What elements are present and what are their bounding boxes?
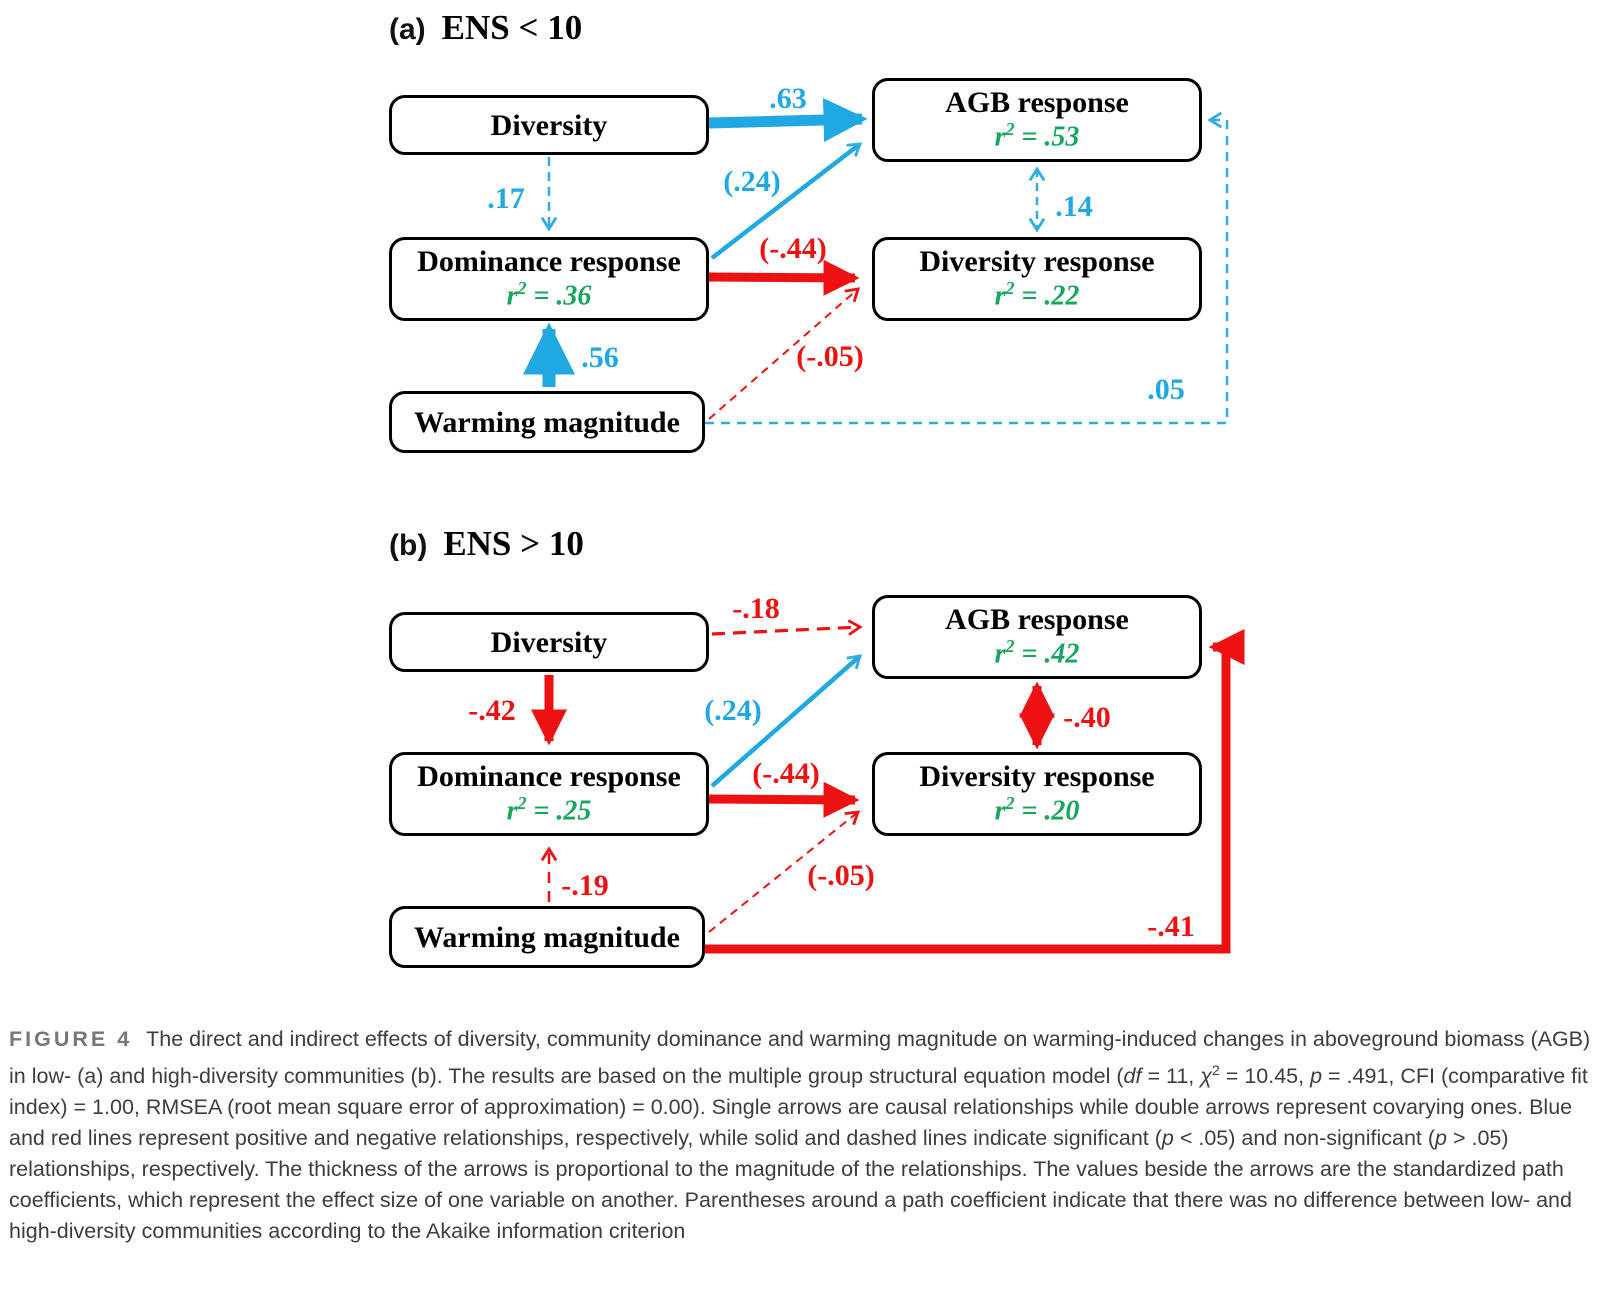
a-dominance-response-label: Dominance response: [417, 245, 681, 279]
b-coef-warming-agb: -.41: [1147, 910, 1195, 943]
path-arrows-layer: [523, 98, 1245, 954]
b-agb-response-box: AGB response r2 = .42: [872, 595, 1202, 679]
panel-a-title: (a) ENS < 10: [389, 8, 582, 48]
b-coef-diversity-dominance: -.42: [468, 694, 516, 727]
a-coef-dominance-divresp: (-.44): [759, 232, 827, 265]
a-diversity-to-agb-arrow: [708, 98, 868, 142]
b-diversity-response-r2-value: r2 = .20: [994, 793, 1080, 827]
b-coef-dominance-agb: (.24): [704, 694, 762, 727]
b-warming-magnitude-label: Warming magnitude: [414, 920, 680, 954]
a-warming-to-agb-dashed-path: [705, 111, 1229, 425]
a-warming-to-divresp-dashed-arrow: [708, 287, 861, 420]
b-warming-to-agb-path: [705, 629, 1245, 954]
b-coef-warming-dominance: -.19: [561, 869, 609, 902]
b-agb-response-label: AGB response: [945, 603, 1129, 637]
b-coef-agb-divresp-covariance: -.40: [1063, 701, 1111, 734]
b-dominance-r2-value: r2 = .25: [506, 793, 592, 827]
a-coef-warming-agb: .05: [1147, 373, 1185, 406]
a-diversity-response-box: Diversity response r2 = .22: [872, 237, 1202, 321]
a-warming-magnitude-box: Warming magnitude: [389, 391, 705, 453]
panel-a-ens-condition: ENS < 10: [441, 8, 583, 47]
b-diversity-label: Diversity: [490, 625, 608, 659]
a-diversity-label: Diversity: [490, 108, 608, 142]
a-diversity-response-r2-value: r2 = .22: [994, 278, 1080, 312]
a-coef-dominance-agb: (.24): [723, 165, 781, 198]
panel-a-letter: (a): [389, 13, 426, 46]
b-coef-warming-divresp: (-.05): [807, 859, 875, 892]
a-coef-warming-divresp: (-.05): [796, 340, 864, 373]
panel-b-title: (b) ENS > 10: [389, 524, 584, 564]
b-dominance-response-label: Dominance response: [417, 760, 681, 794]
a-diversity-response-label: Diversity response: [919, 245, 1155, 279]
a-dominance-response-box: Dominance response r2 = .36: [389, 237, 709, 321]
a-agb-r2-value: r2 = .53: [994, 119, 1080, 153]
figure-number-label: FIGURE 4: [9, 1026, 133, 1051]
b-warming-to-divresp-dashed-arrow: [708, 810, 861, 933]
a-coef-diversity-agb: .63: [769, 82, 807, 115]
b-agb-r2-value: r2 = .42: [994, 636, 1080, 670]
a-agb-response-label: AGB response: [945, 86, 1129, 120]
a-dominance-r2-value: r2 = .36: [506, 278, 592, 312]
a-dominance-to-divresp-arrow: [708, 259, 860, 296]
a-diversity-box: Diversity: [389, 95, 709, 155]
b-dominance-response-box: Dominance response r2 = .25: [389, 752, 709, 836]
b-dominance-to-divresp-arrow: [708, 781, 860, 818]
a-warming-magnitude-label: Warming magnitude: [414, 405, 680, 439]
panel-b-letter: (b): [389, 529, 428, 562]
b-diversity-response-box: Diversity response r2 = .20: [872, 752, 1202, 836]
b-coef-dominance-divresp: (-.44): [752, 757, 820, 790]
b-dominance-to-agb-arrow: [710, 654, 863, 788]
b-warming-magnitude-box: Warming magnitude: [389, 906, 705, 968]
a-agb-response-box: AGB response r2 = .53: [872, 78, 1202, 162]
b-diversity-to-agb-dashed-arrow: [711, 619, 863, 636]
a-dominance-to-agb-arrow: [710, 142, 863, 260]
b-coef-diversity-agb: -.18: [732, 592, 780, 625]
a-coef-agb-divresp-covariance: .14: [1055, 190, 1093, 223]
b-diversity-box: Diversity: [389, 612, 709, 672]
b-diversity-response-label: Diversity response: [919, 760, 1155, 794]
a-coef-warming-dominance: .56: [581, 341, 619, 374]
panel-b-ens-condition: ENS > 10: [443, 524, 584, 563]
a-coef-diversity-dominance: .17: [487, 182, 525, 215]
